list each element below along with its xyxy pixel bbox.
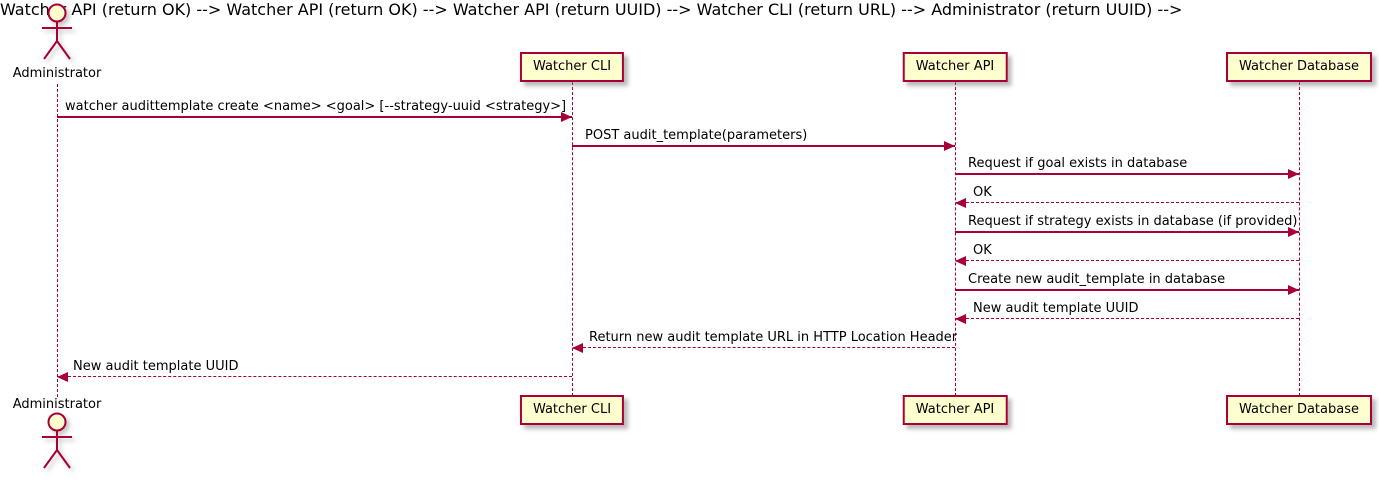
arrowhead-left-icon bbox=[955, 198, 966, 208]
message-label: POST audit_template(parameters) bbox=[585, 128, 808, 143]
actor-icon bbox=[34, 3, 80, 67]
message-label: New audit template UUID bbox=[973, 301, 1139, 316]
message-line bbox=[956, 318, 1299, 319]
lifeline-watcher-cli bbox=[572, 82, 573, 396]
actor-label-top: Administrator bbox=[12, 66, 102, 81]
arrowhead-right-icon bbox=[944, 141, 955, 151]
message-line bbox=[955, 289, 1299, 291]
arrowhead-left-icon bbox=[955, 256, 966, 266]
message-label: New audit template UUID bbox=[73, 359, 239, 374]
message-line bbox=[955, 173, 1299, 175]
actor-label-bottom: Administrator bbox=[12, 397, 102, 412]
arrowhead-left-icon bbox=[955, 314, 966, 324]
arrowhead-left-icon bbox=[57, 372, 68, 382]
arrowhead-right-icon bbox=[1288, 169, 1299, 179]
message-line bbox=[573, 347, 955, 348]
message-line bbox=[58, 376, 572, 377]
lifeline-watcher-database bbox=[1299, 82, 1300, 396]
message-label: Create new audit_template in database bbox=[968, 272, 1226, 287]
participant-watcher-api-top: Watcher API bbox=[902, 52, 1008, 82]
message-label: Request if strategy exists in database (… bbox=[968, 214, 1298, 229]
participant-watcher-database-bottom: Watcher Database bbox=[1226, 395, 1372, 425]
arrowhead-left-icon bbox=[572, 343, 583, 353]
lifeline-administrator bbox=[57, 84, 58, 397]
message-line bbox=[956, 202, 1299, 203]
participant-watcher-cli-top: Watcher CLI bbox=[519, 52, 625, 82]
message-label: OK bbox=[973, 243, 992, 258]
message-label: Return new audit template URL in HTTP Lo… bbox=[589, 330, 958, 345]
lifeline-watcher-api bbox=[955, 82, 956, 396]
arrowhead-right-icon bbox=[1288, 227, 1299, 237]
actor-icon bbox=[34, 412, 80, 476]
participant-watcher-database-top: Watcher Database bbox=[1226, 52, 1372, 82]
message-line bbox=[955, 231, 1299, 233]
arrowhead-right-icon bbox=[1288, 285, 1299, 295]
message-label: Request if goal exists in database bbox=[968, 156, 1188, 171]
message-line bbox=[57, 116, 572, 118]
participant-watcher-cli-bottom: Watcher CLI bbox=[519, 395, 625, 425]
message-line bbox=[956, 260, 1299, 261]
arrowhead-right-icon bbox=[561, 112, 572, 122]
message-label: watcher audittemplate create <name> <goa… bbox=[65, 99, 567, 114]
message-label: OK bbox=[973, 185, 992, 200]
participant-watcher-api-bottom: Watcher API bbox=[902, 395, 1008, 425]
message-line bbox=[572, 145, 955, 147]
